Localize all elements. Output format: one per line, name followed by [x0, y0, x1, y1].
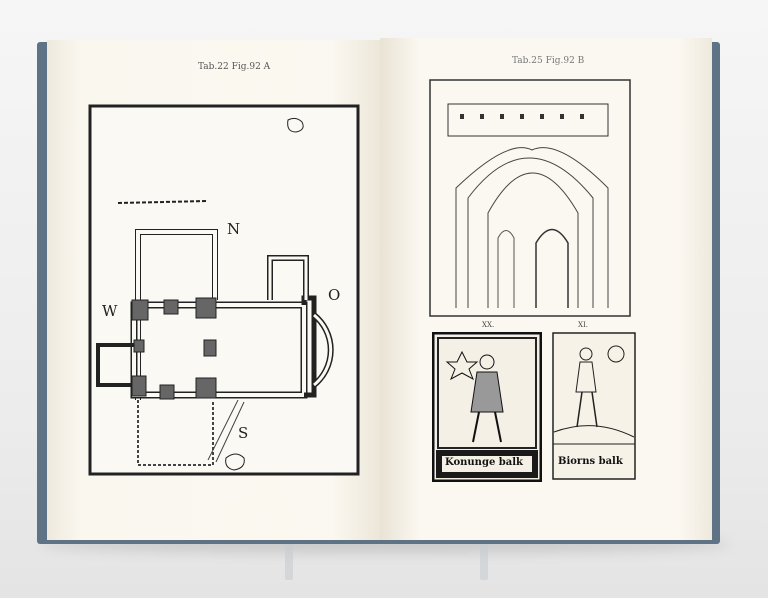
compass-west-label: W — [102, 302, 118, 320]
woodcut-right-title: Biorns balk — [558, 456, 623, 467]
panel-number-xi: XI. — [578, 321, 588, 329]
woodcut-king-illustration — [432, 332, 542, 482]
book-stand-leg — [480, 540, 488, 580]
panel-number-xx: XX. — [482, 321, 495, 329]
compass-north-label: N — [227, 220, 241, 238]
woodcut-left-title: Konunge balk — [445, 457, 523, 468]
church-elevation-illustration — [429, 79, 631, 317]
compass-south-label: S — [238, 424, 249, 442]
left-page-caption: Tab.22 Fig.92 A — [198, 62, 271, 72]
right-page-caption: Tab.25 Fig.92 B — [512, 56, 585, 66]
woodcut-man-illustration — [552, 332, 636, 480]
compass-east-label: O — [328, 286, 341, 304]
book-stand-leg — [285, 540, 293, 580]
floor-plan-illustration — [88, 104, 360, 476]
